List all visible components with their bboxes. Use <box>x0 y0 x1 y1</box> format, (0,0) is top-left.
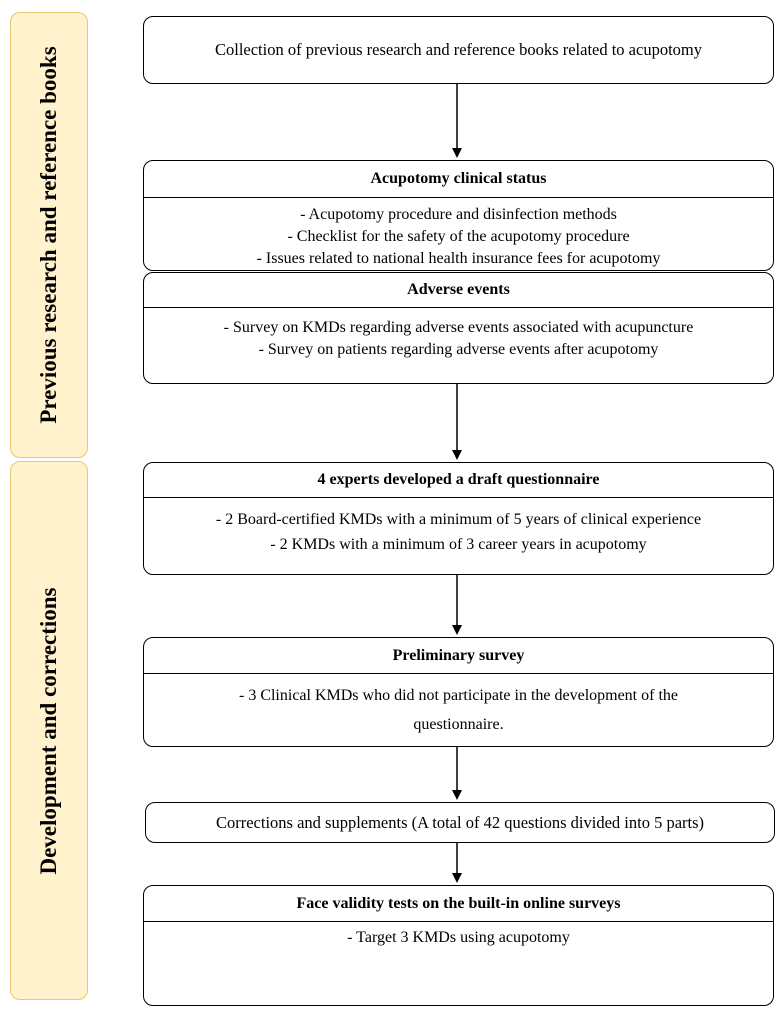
step-title: Adverse events <box>144 273 773 308</box>
step-items: - Survey on KMDs regarding adverse event… <box>144 308 773 361</box>
step-item: - Target 3 KMDs using acupotomy <box>347 929 570 946</box>
step-item: - Survey on patients regarding adverse e… <box>258 341 659 358</box>
step-items: - Acupotomy procedure and disinfection m… <box>144 198 773 270</box>
step-item: - 2 KMDs with a minimum of 3 career year… <box>270 536 647 553</box>
step-title: Preliminary survey <box>144 638 773 674</box>
step-items: - 3 Clinical KMDs who did not participat… <box>144 674 773 739</box>
step-face-validity: Face validity tests on the built-in onli… <box>143 885 774 1006</box>
step-text: Collection of previous research and refe… <box>214 40 703 59</box>
step-item: - Issues related to national health insu… <box>256 250 661 267</box>
step-preliminary-survey: Preliminary survey - 3 Clinical KMDs who… <box>143 637 774 747</box>
step-corrections: Corrections and supplements (A total of … <box>145 802 775 843</box>
step-item: - 2 Board-certified KMDs with a minimum … <box>215 511 702 528</box>
step-text: Corrections and supplements (A total of … <box>215 812 705 832</box>
step-collection: Collection of previous research and refe… <box>143 16 774 84</box>
step-title: 4 experts developed a draft questionnair… <box>144 463 773 498</box>
step-items: - 2 Board-certified KMDs with a minimum … <box>144 498 773 557</box>
phase-development: Development and corrections <box>10 461 88 1000</box>
step-clinical-status: Acupotomy clinical status - Acupotomy pr… <box>143 160 774 271</box>
phase-previous-research: Previous research and reference books <box>10 12 88 458</box>
step-draft-questionnaire: 4 experts developed a draft questionnair… <box>143 462 774 575</box>
step-title: Acupotomy clinical status <box>144 161 773 198</box>
step-items: - Target 3 KMDs using acupotomy <box>144 922 773 949</box>
step-item: - Acupotomy procedure and disinfection m… <box>300 206 617 223</box>
step-title: Face validity tests on the built-in onli… <box>144 886 773 922</box>
step-item: - 3 Clinical KMDs who did not participat… <box>238 687 678 733</box>
step-adverse-events: Adverse events - Survey on KMDs regardin… <box>143 272 774 384</box>
step-item: - Checklist for the safety of the acupot… <box>287 228 630 245</box>
step-item: - Survey on KMDs regarding adverse event… <box>223 319 694 336</box>
